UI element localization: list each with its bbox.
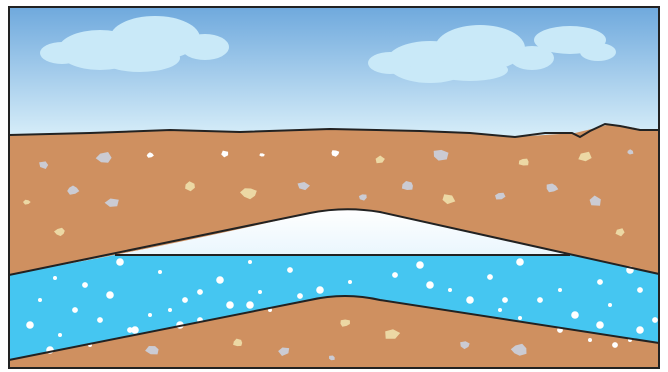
water-bubble <box>588 338 592 342</box>
soil-stone <box>146 152 154 158</box>
soil-stone <box>495 192 506 200</box>
water-bubble <box>216 276 224 284</box>
soil-stone <box>578 151 592 162</box>
clouds <box>40 16 616 83</box>
water-bubble <box>426 281 434 289</box>
water-bubbles <box>26 258 658 354</box>
soil-stone <box>95 152 112 163</box>
soil-stones <box>23 149 634 361</box>
water-bubble <box>26 321 34 329</box>
water-bubble <box>131 326 139 334</box>
water-bubble <box>106 291 114 299</box>
lower-confining-boundary <box>8 295 660 361</box>
water-bubble <box>416 261 424 269</box>
water-bubble <box>608 303 612 307</box>
soil-stone <box>375 155 385 164</box>
water-bubble <box>558 288 562 292</box>
water-bubble <box>516 258 524 266</box>
soil-stone <box>385 329 401 339</box>
water-bubble <box>487 274 493 280</box>
water-bubble <box>348 280 352 284</box>
soil-stone <box>297 182 310 191</box>
soil-stone <box>627 149 634 155</box>
soil-stone <box>221 150 229 158</box>
water-bubble <box>116 258 124 266</box>
water-bubble <box>246 301 254 309</box>
water-bubble <box>287 267 293 273</box>
water-bubble <box>158 270 162 274</box>
soil-stone <box>546 183 559 193</box>
water-bubble <box>297 293 303 299</box>
ground-surface-line <box>8 122 659 139</box>
soil-stone <box>442 194 456 205</box>
soil-stone <box>358 194 367 201</box>
water-bubble <box>636 326 644 334</box>
water-bubble <box>652 317 658 323</box>
water-bubble <box>448 288 452 292</box>
water-bubble <box>197 289 203 295</box>
soil-stone <box>240 188 257 200</box>
water-bubble <box>612 342 618 348</box>
water-bubble <box>97 317 103 323</box>
soil-stone <box>104 198 119 207</box>
water-bubble <box>571 311 579 319</box>
water-bubble <box>498 308 502 312</box>
water-bubble <box>182 297 188 303</box>
soil-stone <box>433 149 449 161</box>
soil-stone <box>278 347 290 356</box>
air-gap-layer <box>115 209 570 255</box>
water-bubble <box>226 301 234 309</box>
water-bubble <box>168 308 172 312</box>
soil-stone <box>23 199 31 205</box>
water-bubble <box>637 287 643 293</box>
soil-stone <box>259 153 265 157</box>
layer-boundaries <box>8 122 660 361</box>
water-bubble <box>258 290 262 294</box>
cloud-right <box>368 25 616 83</box>
water-layer <box>9 255 659 360</box>
soil-stone <box>510 343 527 356</box>
soil-stone <box>518 158 529 166</box>
water-bubble <box>316 286 324 294</box>
water-bubble <box>518 316 522 320</box>
soil-stone <box>340 319 350 327</box>
soil-stone <box>145 346 159 355</box>
water-bubble <box>148 313 152 317</box>
water-bubble <box>597 279 603 285</box>
water-bubble <box>82 282 88 288</box>
water-bubble <box>53 276 57 280</box>
soil-stone <box>329 355 335 361</box>
soil-stone <box>331 150 340 157</box>
water-bubble <box>466 296 474 304</box>
water-bubble <box>392 272 398 278</box>
soil-stone <box>401 181 413 190</box>
upper-confining-boundary <box>8 208 660 276</box>
water-bubble <box>596 321 604 329</box>
diagram-frame <box>8 6 660 369</box>
soil-stone <box>460 341 470 350</box>
soil-stone <box>54 227 65 237</box>
water-bubble <box>537 297 543 303</box>
cloud-left <box>40 16 229 72</box>
soil-stone <box>67 185 80 195</box>
water-bubble <box>58 333 62 337</box>
soil-stone <box>589 195 601 206</box>
lower-soil-layer <box>9 296 659 368</box>
soil-stone <box>615 228 625 237</box>
soil-stone <box>185 181 195 192</box>
water-bubble <box>127 327 133 333</box>
soil-stone <box>233 338 243 347</box>
water-bubble <box>502 297 508 303</box>
soil-stone <box>39 161 49 169</box>
water-bubble <box>72 307 78 313</box>
water-bubble <box>248 260 252 264</box>
water-bubble <box>38 298 42 302</box>
